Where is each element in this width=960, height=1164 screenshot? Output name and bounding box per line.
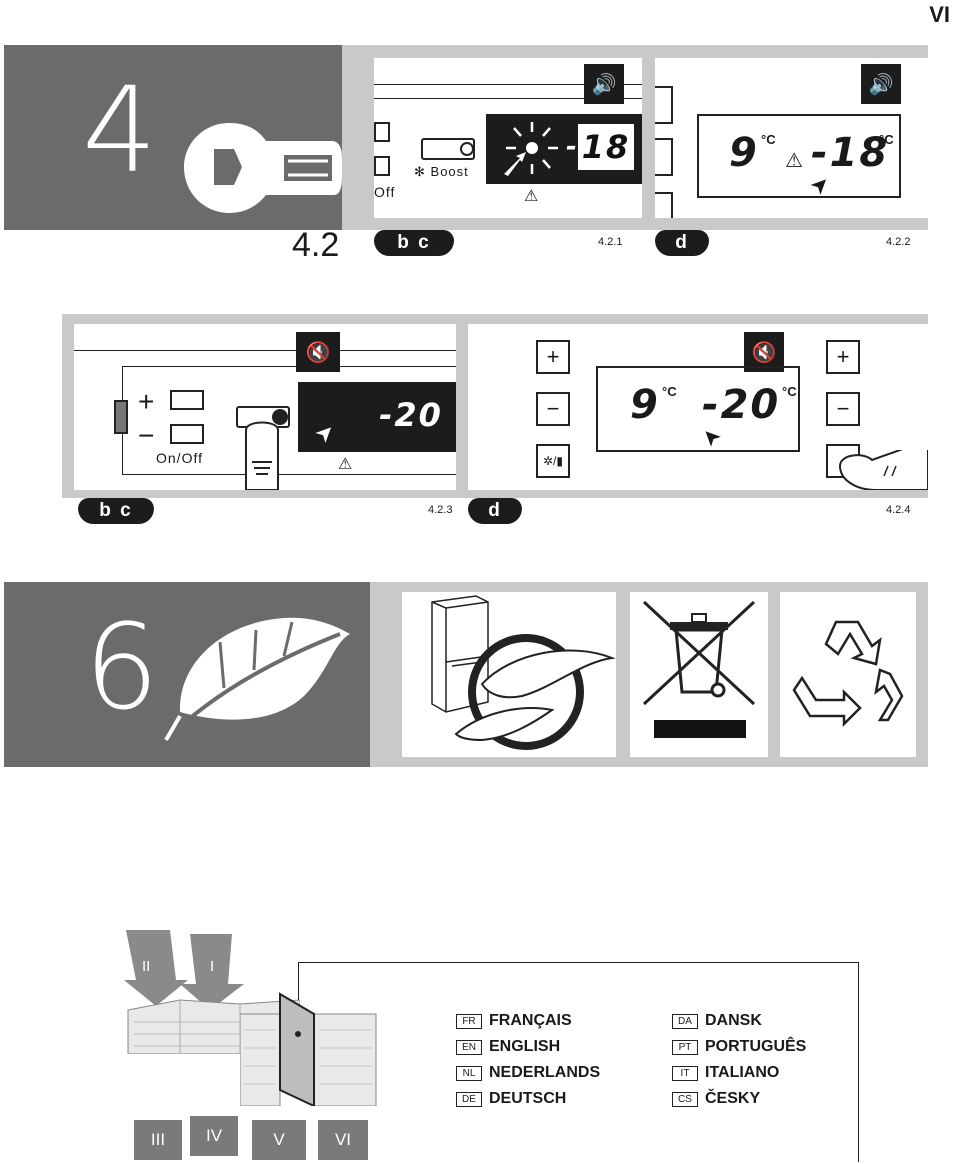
freezer-unit: °C — [879, 132, 894, 147]
alarm-sound-icon[interactable]: 🔊 — [861, 64, 901, 104]
fridge-temperature: 9 — [729, 130, 759, 176]
freezer-unit: °C — [782, 384, 797, 399]
mode-button[interactable]: ✲/▮ — [536, 444, 570, 478]
on-off-label: Off — [374, 184, 396, 200]
fridge-unit: °C — [662, 384, 677, 399]
section-number: 4 — [82, 61, 158, 199]
pointer-arrow-icon: ➤ — [309, 417, 341, 449]
display-dash: - — [566, 132, 579, 162]
figure-number: 4.2.4 — [886, 504, 911, 516]
warning-icon: ⚠ — [338, 456, 353, 473]
panel-weee — [630, 592, 768, 757]
tab-d: d — [655, 230, 709, 256]
alarm-flash-icon — [504, 122, 558, 176]
tab-b-c: b c — [374, 230, 454, 256]
display-panel: - 18 — [486, 114, 642, 184]
fridge-minus-button[interactable]: − — [536, 392, 570, 426]
tab-d: d — [468, 498, 522, 524]
fold-tab-v: V — [252, 1120, 306, 1160]
fridge-eco-icon — [431, 595, 616, 750]
boost-label: ✻ Boost — [414, 164, 469, 179]
figure-number: 4.2.3 — [428, 504, 453, 516]
warning-icon: ⚠ — [785, 150, 803, 172]
subsection-number: 4.2 — [292, 226, 340, 264]
finger-press-icon — [245, 421, 279, 490]
fridge-plus-button[interactable]: + — [536, 340, 570, 374]
panel-fridge-eco — [402, 592, 616, 757]
freezer-plus-button[interactable]: + — [826, 340, 860, 374]
figure-number: 4.2.1 — [598, 236, 623, 248]
wrench-icon — [184, 123, 342, 213]
finger-press-icon — [838, 450, 928, 490]
alarm-sound-icon[interactable]: 🔊 — [584, 64, 624, 104]
fold-tab-ii: II — [142, 958, 151, 975]
alarm-muted-icon[interactable]: 🔇 — [296, 332, 340, 372]
panel-4-2-1: Off ✻ Boost - 18 ⚠ 🔊 — [374, 58, 642, 218]
leaf-icon — [164, 617, 350, 742]
display-panel: ➤ -20 — [298, 382, 456, 452]
plus-key[interactable] — [374, 122, 390, 142]
fold-tab-vi: VI — [318, 1120, 368, 1160]
display-panel: 9 °C ⚠ -18 °C ➤ — [697, 114, 901, 200]
temperature-display: 18 — [578, 124, 634, 170]
temperature-display: -20 — [372, 392, 450, 438]
display-panel: 9 °C -20 °C ➤ — [596, 366, 800, 453]
index-frame-top — [298, 962, 858, 963]
fold-tab-iv: IV — [190, 1116, 238, 1156]
on-off-label: On/Off — [156, 450, 203, 466]
plus-symbol: + — [138, 386, 155, 417]
panel-4-2-2: 🔊 9 °C ⚠ -18 °C ➤ — [655, 58, 928, 218]
warning-icon: ⚠ — [524, 188, 539, 205]
fold-tab-iii: III — [134, 1120, 182, 1160]
freezer-minus-button[interactable]: − — [826, 392, 860, 426]
minus-key[interactable] — [374, 156, 390, 176]
section-6-banner: 6 — [4, 582, 370, 767]
panel-4-2-3: + − On/Off ➤ -20 ⚠ 🔇 — [74, 324, 456, 490]
panel-4-2-4: + − ✲/▮ + − 🔇 9 °C -20 °C ➤ — [468, 324, 928, 490]
snowflake-icon: ✻ — [414, 164, 426, 179]
manual-page-illustration — [240, 992, 377, 1106]
section-4-banner: 4 — [4, 45, 342, 230]
freezer-temperature: -20 — [702, 382, 781, 428]
page-number: VI — [929, 2, 950, 27]
minus-symbol: − — [138, 420, 155, 451]
freezer-temperature: -18 — [811, 130, 890, 176]
boost-led — [460, 142, 474, 156]
panel-recycle — [780, 592, 916, 757]
plus-key[interactable] — [170, 390, 204, 410]
recycle-icon — [792, 620, 904, 728]
fridge-unit: °C — [761, 132, 776, 147]
figure-number: 4.2.2 — [886, 236, 911, 248]
section-number: 6 — [84, 598, 160, 736]
index-frame-right — [858, 962, 859, 1162]
fold-tab-i: I — [210, 958, 215, 975]
fridge-temperature: 9 — [630, 382, 660, 428]
minus-key[interactable] — [170, 424, 204, 444]
tab-b-c: b c — [78, 498, 154, 524]
boost-led — [272, 409, 288, 425]
alarm-muted-icon[interactable]: 🔇 — [744, 332, 784, 372]
weee-bin-icon — [642, 600, 756, 738]
